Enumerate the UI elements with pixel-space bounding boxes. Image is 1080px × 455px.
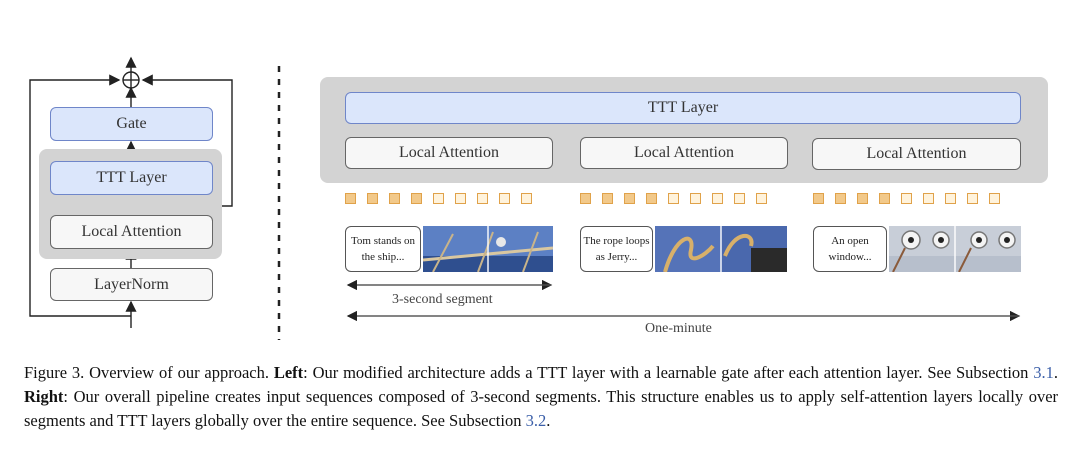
token <box>646 193 657 204</box>
ttt-layer-global-label: TTT Layer <box>647 99 719 116</box>
token <box>879 193 890 204</box>
local-attention-label: Local Attention <box>81 223 182 240</box>
gate-label: Gate <box>116 115 147 132</box>
token <box>624 193 635 204</box>
residual-skip-outer <box>29 74 131 317</box>
rope-image <box>655 226 787 272</box>
local-attention-label-2: Local Attention <box>634 144 734 161</box>
token-row-2 <box>580 193 767 204</box>
ttt-layer-box: TTT Layer <box>50 161 213 195</box>
video-frames-3 <box>889 226 1021 272</box>
gate-box: Gate <box>50 107 213 141</box>
token <box>813 193 824 204</box>
token <box>690 193 701 204</box>
local-attention-label-3: Local Attention <box>866 145 967 162</box>
local-attention-label-1: Local Attention <box>399 144 499 161</box>
token <box>602 193 613 204</box>
token <box>734 193 745 204</box>
token <box>389 193 400 204</box>
token <box>521 193 532 204</box>
local-attention-box-1: Local Attention <box>345 137 553 169</box>
subsection-link-3-1[interactable]: 3.1 <box>1033 363 1054 382</box>
segment-caption-2-line2: as Jerry... <box>595 251 638 263</box>
caption-text: . <box>1053 363 1058 382</box>
token <box>945 193 956 204</box>
caption-text: : Our modified architecture adds a TTT l… <box>303 363 952 382</box>
ship-deck-image <box>423 226 553 272</box>
figure-3: Gate TTT Layer Local Attention LayerNorm… <box>29 56 1048 340</box>
token-row-3 <box>813 193 1000 204</box>
segment-caption-2-line1: The rope loops <box>583 235 650 247</box>
token <box>580 193 591 204</box>
segment-caption-1-line1: Tom stands on <box>350 235 415 247</box>
layernorm-label: LayerNorm <box>94 275 169 293</box>
figure-caption: Figure 3. Overview of our approach. Left… <box>24 361 1058 433</box>
token <box>989 193 1000 204</box>
layernorm-box: LayerNorm <box>50 268 213 301</box>
token <box>668 193 679 204</box>
token <box>923 193 934 204</box>
token <box>367 193 378 204</box>
local-attention-box-2: Local Attention <box>580 137 788 169</box>
token <box>967 193 978 204</box>
ttt-layer-label: TTT Layer <box>96 169 167 186</box>
token <box>756 193 767 204</box>
sequence-length-label: One-minute <box>645 321 712 336</box>
token <box>345 193 356 204</box>
caption-right-bold: Right <box>24 387 64 406</box>
caption-text: Subsection <box>956 363 1034 382</box>
caption-text: self-attention layers locally over segme… <box>24 387 1059 430</box>
token <box>477 193 488 204</box>
segment-caption-1-line2: the ship... <box>361 251 405 263</box>
token <box>857 193 868 204</box>
video-frames-1 <box>423 226 553 272</box>
token <box>835 193 846 204</box>
local-attention-box: Local Attention <box>50 215 213 249</box>
token <box>411 193 422 204</box>
token <box>433 193 444 204</box>
caption-left-bold: Left <box>273 363 304 382</box>
token <box>499 193 510 204</box>
segment-caption-2: The rope loops as Jerry... <box>580 226 653 272</box>
segment-caption-1: Tom stands on the ship... <box>345 226 421 272</box>
token <box>901 193 912 204</box>
video-frames-2 <box>655 226 787 272</box>
window-image <box>889 226 1021 272</box>
diagram-lines <box>29 56 1021 340</box>
subsection-link-3-2[interactable]: 3.2 <box>525 411 547 430</box>
ttt-layer-global-box: TTT Layer <box>345 92 1021 124</box>
token <box>712 193 723 204</box>
segment-caption-3: An open window... <box>813 226 887 272</box>
segment-length-label: 3-second segment <box>392 292 493 307</box>
caption-text: Figure 3. Overview of our approach. <box>24 363 274 382</box>
token-row-1 <box>345 193 532 204</box>
segment-caption-3-line1: An open <box>831 235 869 247</box>
local-attention-box-3: Local Attention <box>812 138 1021 170</box>
segment-caption-3-line2: window... <box>828 251 872 263</box>
caption-text: : Our overall pipeline creates input seq… <box>63 387 835 406</box>
token <box>455 193 466 204</box>
caption-text: . <box>546 411 551 430</box>
